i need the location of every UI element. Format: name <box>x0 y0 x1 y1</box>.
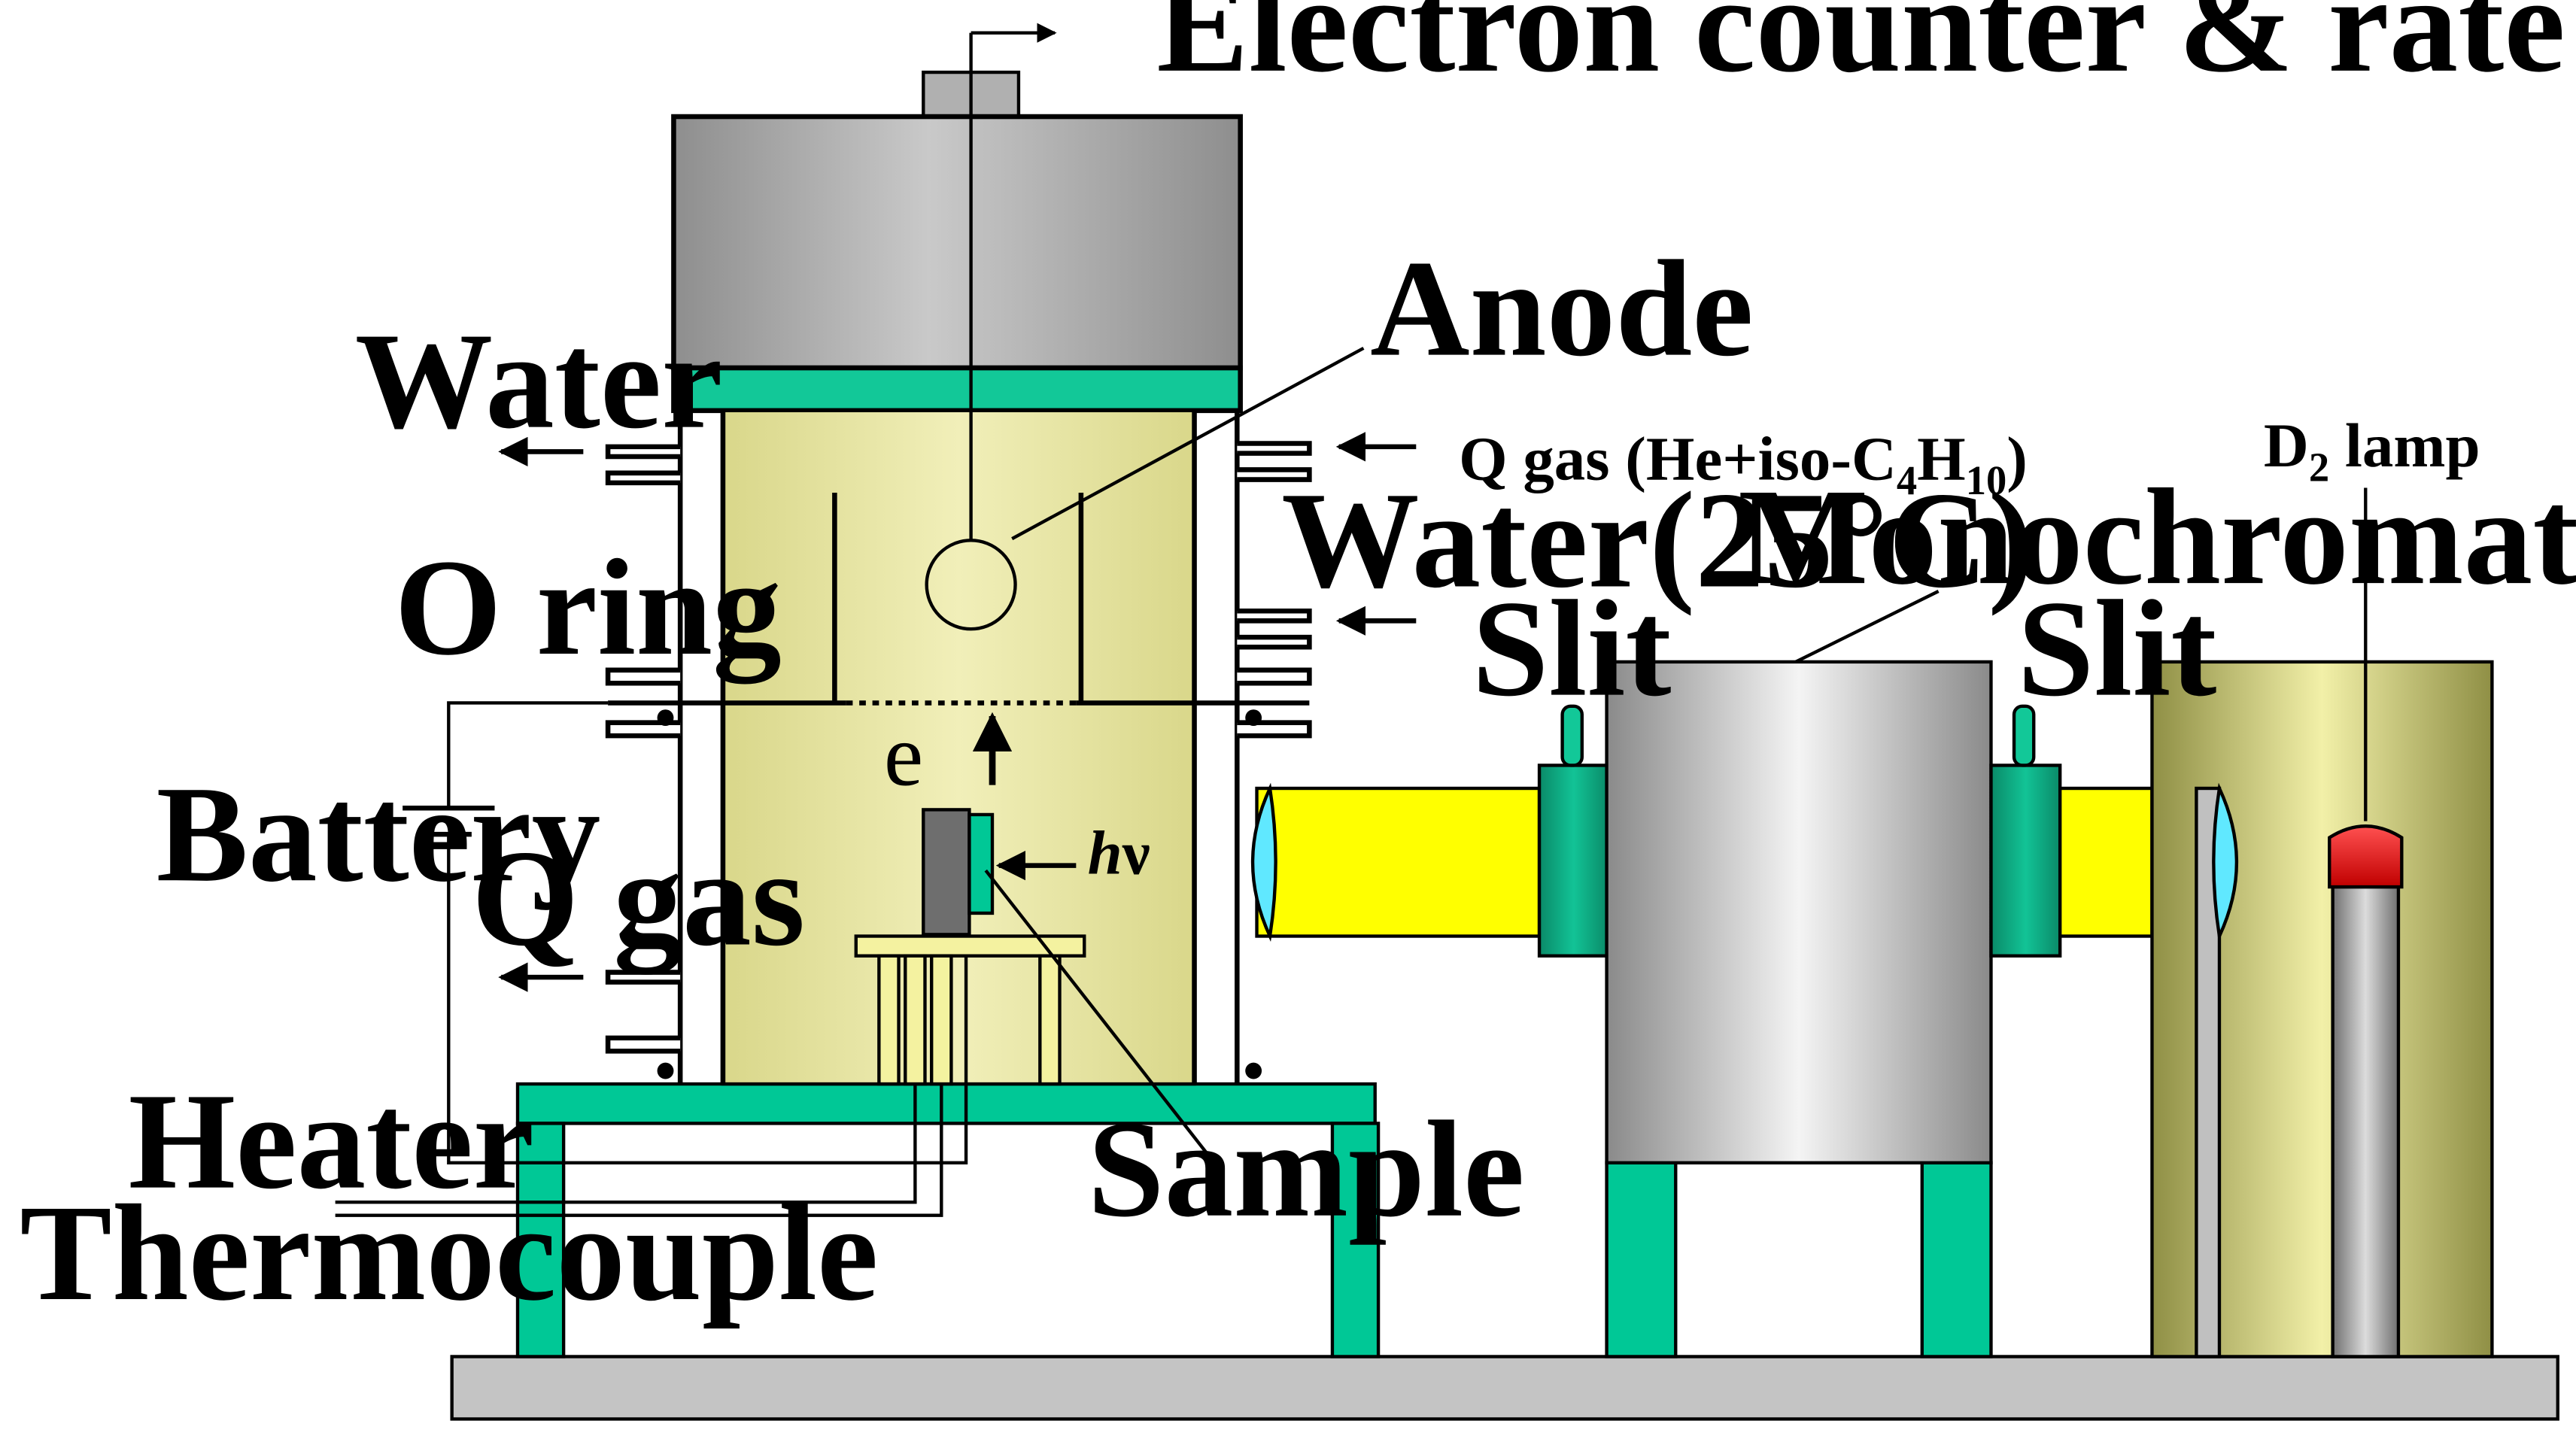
monochromator-legs <box>1605 1161 1993 1359</box>
label-water-in: Water(25°C) <box>1281 463 2034 616</box>
flow-arrows <box>498 432 1417 992</box>
label-q-gas-in-suffix: ) <box>2006 424 2028 493</box>
label-battery: Battery <box>156 757 601 910</box>
light-tube-left <box>1255 786 1542 938</box>
label-q-gas-in: Q gas (He+iso-C4H10) <box>1459 424 2028 504</box>
label-slit-left: Slit <box>1472 572 1672 725</box>
right-slit-collar <box>1989 764 2062 958</box>
battery-symbol <box>402 805 495 837</box>
counter-housing <box>671 114 1243 371</box>
label-o-ring: O ring <box>394 531 782 685</box>
right-ports <box>1237 441 1312 739</box>
label-thermocouple: Thermocouple <box>20 1176 878 1329</box>
label-anode: Anode <box>1370 232 1754 385</box>
label-slit-right: Slit <box>2017 572 2216 725</box>
label-q-gas-in-sub1: 4 <box>1897 457 1917 503</box>
lamp-bulb <box>2328 824 2404 889</box>
light-tube-right <box>2058 786 2154 938</box>
label-d2-sub: 2 <box>2309 445 2329 490</box>
label-photon-nu: ν <box>1122 818 1150 888</box>
label-q-gas-out: Q gas <box>472 821 805 975</box>
chamber-window-lens <box>1250 782 1277 942</box>
external-wiring <box>335 701 968 1217</box>
left-slit-knob <box>1560 704 1584 767</box>
label-heater: Heater <box>129 1065 535 1218</box>
chamber-flange <box>671 365 1243 414</box>
sample-piece <box>968 812 995 915</box>
lamp-tube <box>2331 885 2401 1359</box>
anode-electrodes <box>832 493 1084 703</box>
o-ring-seals <box>657 709 1262 1079</box>
label-sample: Sample <box>1088 1093 1525 1246</box>
label-electron-counter: Electron counter & rate meter <box>1156 0 2576 101</box>
left-ports <box>605 444 681 1054</box>
sample-stage-legs <box>877 954 1062 1086</box>
label-q-gas-in-prefix: Q gas (He+iso-C <box>1459 424 1897 493</box>
base-plate <box>450 1355 2559 1421</box>
label-monochromator: Monochromator <box>1738 460 2576 613</box>
monochromator-body <box>1605 660 1993 1165</box>
label-d2-lamp: D2 lamp <box>2264 411 2480 490</box>
label-photon: hν <box>1088 818 1150 888</box>
lamp-lens <box>2212 782 2238 942</box>
right-slit-knob <box>2012 704 2036 767</box>
label-q-gas-in-mid: H <box>1917 424 1966 493</box>
chamber-body <box>721 408 1196 1086</box>
label-electron: e <box>884 706 923 805</box>
left-slit-collar <box>1537 764 1610 958</box>
leader-lines <box>984 346 1940 1158</box>
label-d2-prefix: D <box>2264 411 2309 480</box>
label-water-out: Water <box>355 305 723 457</box>
label-d2-suffix: lamp <box>2329 411 2480 480</box>
label-photon-h: h <box>1088 818 1122 888</box>
label-q-gas-in-sub2: 10 <box>1966 457 2007 503</box>
sample-holder <box>922 808 971 937</box>
